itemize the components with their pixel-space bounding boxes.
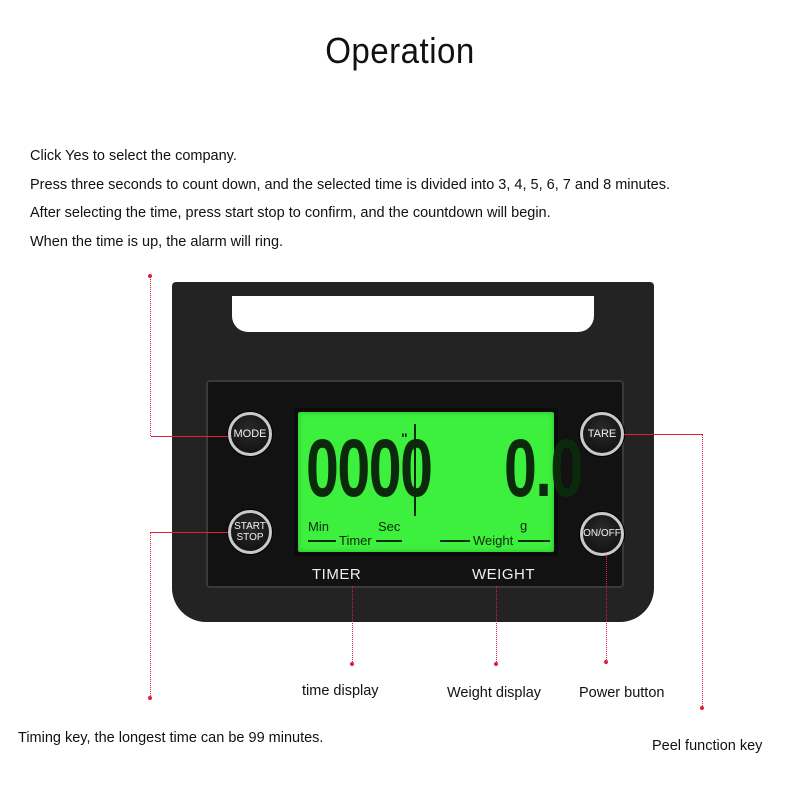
- tare-button-label: TARE: [587, 428, 617, 440]
- power-button-label: ON/OFF: [583, 528, 621, 539]
- power-button-callout: Power button: [579, 685, 665, 701]
- lcd-underline: [518, 540, 550, 542]
- lcd-display: [298, 412, 554, 552]
- lcd-unit-label: g: [520, 518, 528, 533]
- mode-button-label: MODE: [233, 428, 267, 440]
- instructions: Click Yes to select the company. Press t…: [30, 146, 670, 260]
- page-title: Operation: [325, 30, 475, 71]
- instruction-line: After selecting the time, press start st…: [30, 205, 551, 221]
- seconds-mark: ": [401, 430, 408, 446]
- lcd-min-label: Min: [308, 519, 329, 534]
- leader-dot: [494, 662, 498, 666]
- lcd-underline: [440, 540, 470, 542]
- instruction-line: Press three seconds to count down, and t…: [30, 176, 670, 193]
- start-stop-leader-line: [151, 532, 228, 533]
- leader-dot: [350, 662, 354, 666]
- weight-display-leader-line: [496, 586, 498, 666]
- lcd-timer-label: Timer: [339, 533, 372, 548]
- timing-key-callout: Timing key, the longest time can be 99 m…: [18, 730, 324, 746]
- power-leader-line: [606, 556, 608, 664]
- lcd-sec-label: Sec: [378, 519, 401, 534]
- lcd-underline: [308, 540, 336, 542]
- peel-key-callout: Peel function key: [652, 738, 763, 754]
- leader-dot: [148, 274, 152, 278]
- leader-dot: [148, 696, 152, 700]
- tare-leader-line: [702, 434, 704, 708]
- lcd-underline: [376, 540, 402, 542]
- time-display-leader-line: [352, 586, 354, 666]
- weight-digits: 0.0: [504, 423, 583, 514]
- weight-panel-label: WEIGHT: [472, 566, 535, 583]
- lcd-weight-label: Weight: [473, 533, 514, 548]
- start-label: START: [234, 521, 266, 532]
- timer-panel-label: TIMER: [312, 566, 362, 583]
- start-stop-leader-line: [150, 532, 152, 698]
- tare-button[interactable]: TARE: [580, 412, 624, 456]
- start-stop-button[interactable]: START STOP: [228, 510, 272, 554]
- start-stop-button-label: START STOP: [234, 521, 266, 543]
- scale-handle-cutout: [232, 296, 594, 332]
- stop-label: STOP: [236, 532, 264, 543]
- instruction-line: Click Yes to select the company.: [30, 148, 237, 164]
- tare-leader-line: [624, 434, 702, 435]
- lcd-divider: [414, 424, 416, 516]
- timer-digits: 0000: [306, 423, 433, 514]
- mode-leader-line: [150, 276, 152, 436]
- instruction-line: When the time is up, the alarm will ring…: [30, 233, 284, 250]
- leader-dot: [700, 706, 704, 710]
- mode-leader-line: [151, 436, 228, 437]
- mode-button[interactable]: MODE: [228, 412, 272, 456]
- time-display-callout: time display: [302, 683, 379, 699]
- weight-display-callout: Weight display: [447, 685, 542, 701]
- power-button[interactable]: ON/OFF: [580, 512, 624, 556]
- leader-dot: [604, 660, 608, 664]
